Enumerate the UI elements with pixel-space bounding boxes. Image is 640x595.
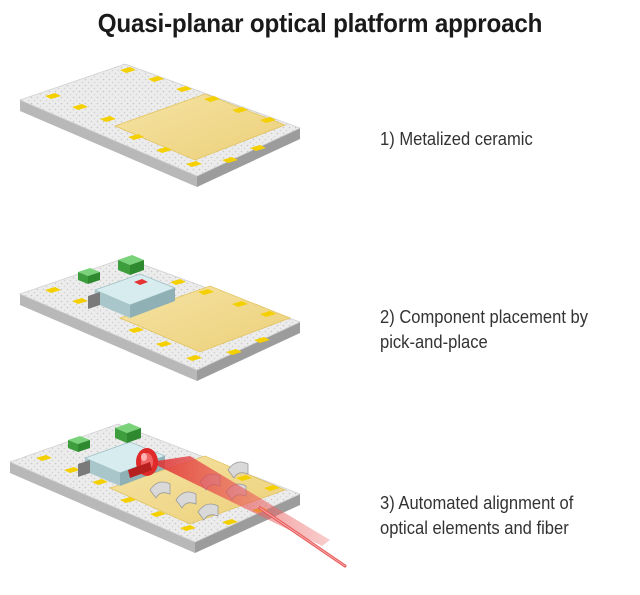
metal-pads [45,279,276,361]
green-block [68,436,90,452]
component-submount [88,273,177,318]
diagram-title: Quasi-planar optical platform approach [97,8,543,38]
green-block [115,423,141,443]
metal-pads [45,67,276,167]
step-2-caption: 2) Component placement by pick-and-place [380,305,588,355]
caption-line: pick-and-place [380,332,488,352]
step-1-caption: 1) Metalized ceramic [380,127,533,152]
caption-line: 1) Metalized ceramic [380,129,533,149]
caption-line: 3) Automated alignment of [380,493,574,513]
green-block [78,268,100,284]
caption-line: optical elements and fiber [380,518,569,538]
step-3-caption: 3) Automated alignment of optical elemen… [380,491,573,541]
board-metalized-ceramic [18,63,302,187]
metal-plate [118,285,292,353]
board-automated-alignment [8,423,347,568]
metal-pads [36,455,280,531]
laser-chip [134,279,148,285]
caption-line: 2) Component placement by [380,307,589,327]
board-component-placement [18,255,302,381]
lens [128,448,158,478]
green-block [118,255,144,275]
